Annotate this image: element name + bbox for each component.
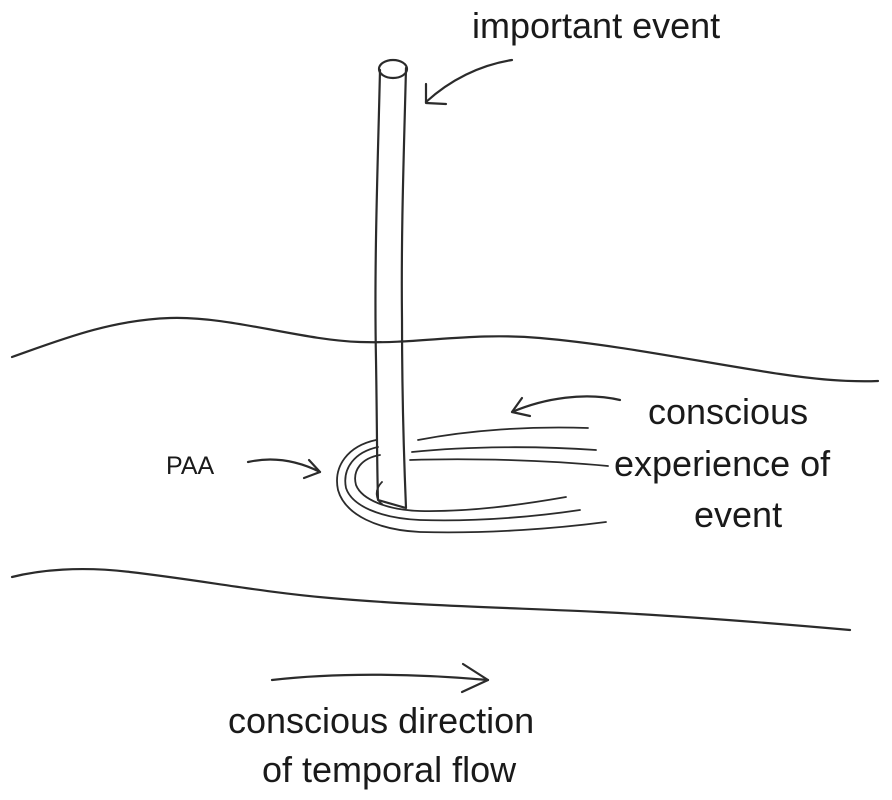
paa-ripple-inner	[354, 454, 567, 512]
conscious-experience-label-line3: event	[694, 494, 782, 535]
conscious-experience-label-line2: experience of	[614, 443, 831, 484]
important-event-label: important event	[472, 5, 720, 46]
paa-label: PAA	[166, 452, 214, 480]
paa-ripple-middle	[344, 446, 581, 522]
paa-arrow	[246, 458, 322, 474]
temporal-flow-label-line2: of temporal flow	[262, 749, 517, 790]
event-post	[374, 66, 408, 510]
conscious-experience-label-line1: conscious	[648, 391, 808, 432]
paa-arrowhead	[302, 458, 322, 480]
stream-lower-boundary	[10, 567, 852, 632]
important-event-arrow	[424, 58, 514, 104]
wake-line-3	[409, 458, 609, 467]
experience-arrow	[510, 395, 622, 414]
experience-arrowhead	[510, 396, 532, 418]
wake-line-1	[417, 426, 589, 441]
wake-line-2	[411, 446, 597, 453]
paa-ripple-outer	[336, 439, 607, 534]
important-event-arrowhead	[424, 82, 448, 106]
event-post-top	[377, 58, 409, 80]
temporal-flow-label-line1: conscious direction	[228, 700, 534, 741]
paa-ripple-fold	[375, 481, 383, 505]
stream-upper-boundary	[10, 316, 880, 383]
temporal-flow-arrowhead	[460, 662, 490, 694]
temporal-flow-arrow	[270, 673, 490, 682]
